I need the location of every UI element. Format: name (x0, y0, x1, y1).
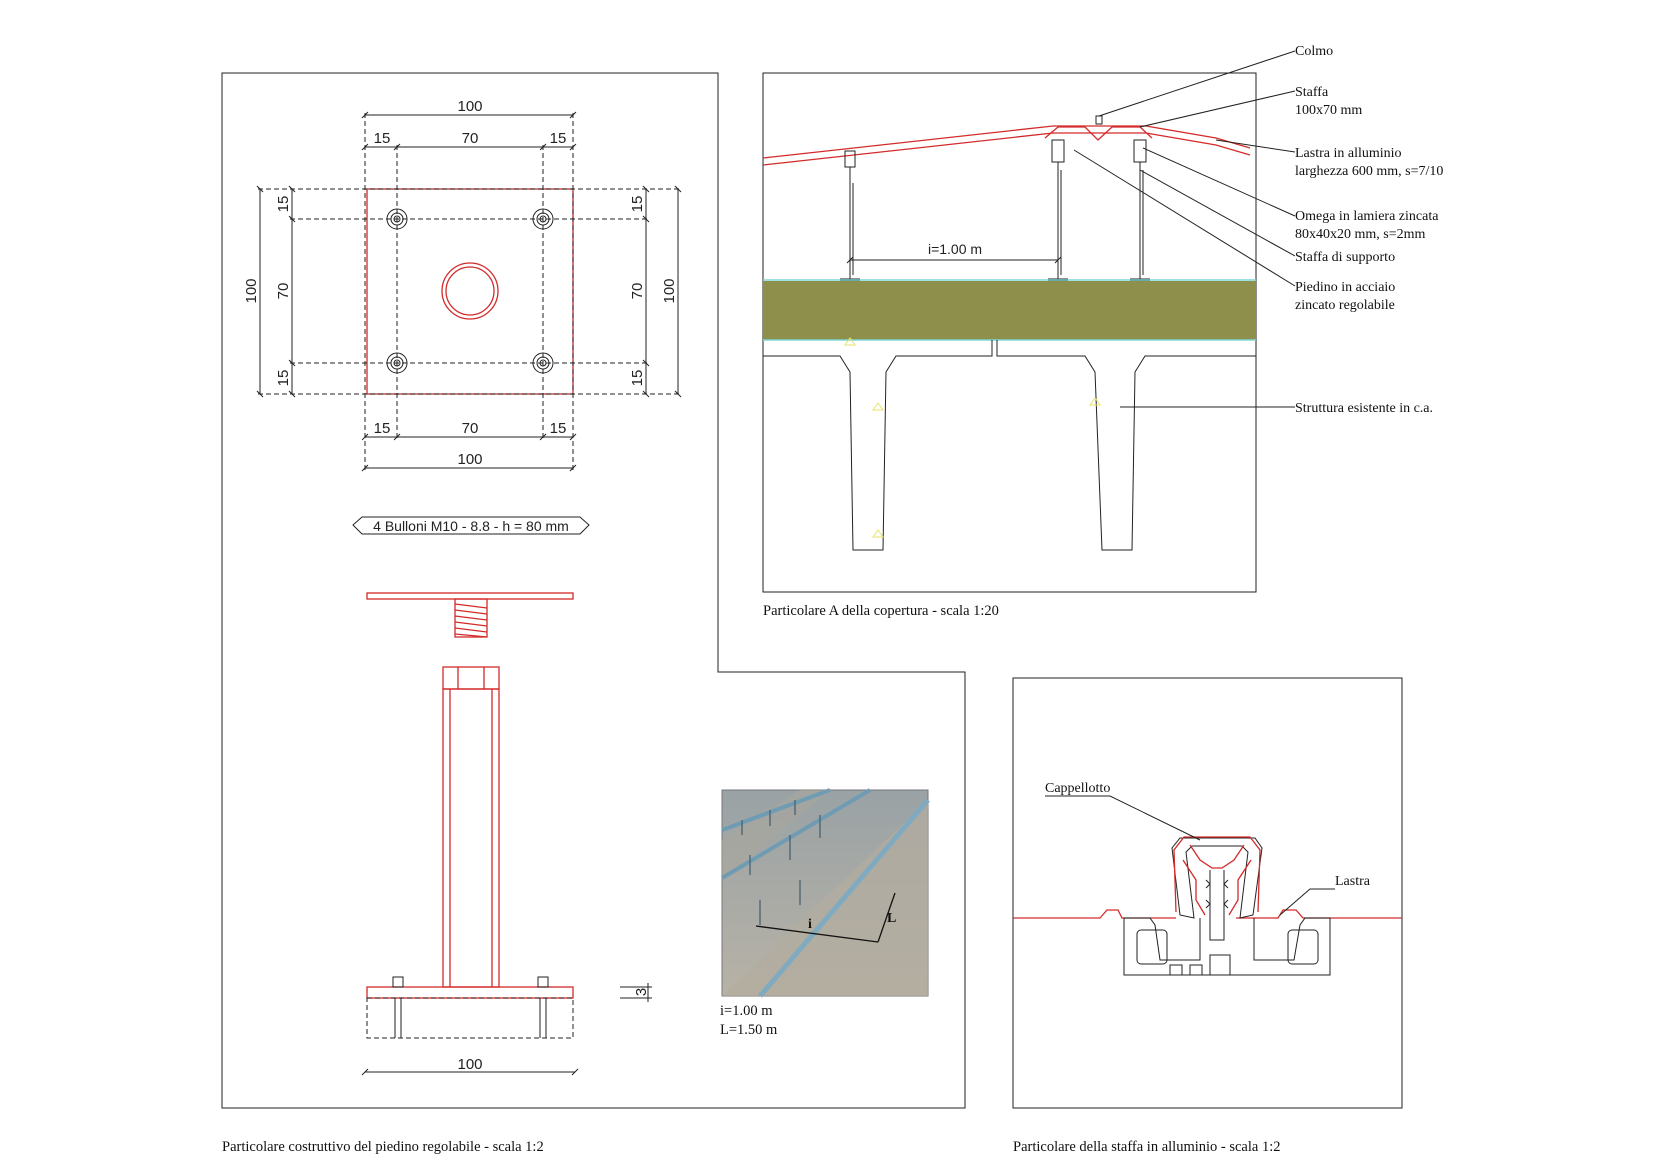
foot-caption: Particolare costruttivo del piedino rego… (222, 1139, 544, 1155)
top-plate (366, 592, 574, 600)
photo-mark-i: i (808, 917, 812, 932)
dim-bottom-total: 100 (457, 451, 482, 468)
dim-left-bottom: 15 (275, 370, 292, 387)
callout-staffa-2: 100x70 mm (1295, 103, 1362, 118)
dim-left-mid: 70 (275, 283, 292, 300)
photo-rail-2 (720, 788, 872, 880)
ridge-cap (1095, 115, 1103, 125)
adjustable-foot-elevation: 3 100 (361, 592, 652, 1076)
bolt-top-left (386, 208, 408, 230)
insulation-layer (763, 281, 1256, 340)
callout-piedino-1: Piedino in acciaio (1295, 280, 1395, 295)
base-plate-plan: 100 15 70 15 15 70 15 100 100 15 70 15 1… (243, 98, 682, 535)
dim-top-mid: 70 (462, 130, 479, 147)
dim-bottom-left: 15 (374, 420, 391, 437)
concrete-beams (763, 340, 1256, 551)
callout-staffa-1: Staffa (1295, 85, 1329, 100)
roof-sheet-lower (762, 132, 1251, 166)
photo-rail-1 (721, 788, 831, 832)
tube (442, 688, 500, 988)
section-a-caption: Particolare A della copertura - scala 1:… (763, 603, 999, 619)
dim-right-top: 15 (629, 196, 646, 213)
dim-top-left: 15 (374, 130, 391, 147)
callout-lastra-2: larghezza 600 mm, s=7/10 (1295, 164, 1443, 179)
bolts-label-tag (352, 516, 590, 535)
bolts-label: 4 Bulloni M10 - 8.8 - h = 80 mm (373, 518, 569, 534)
aluminium-base (1123, 917, 1331, 976)
center-stem (1209, 870, 1225, 941)
base-slot-right (1287, 929, 1319, 965)
dim-left-total: 100 (243, 278, 260, 303)
photo-mark-L: L (887, 911, 896, 926)
base-slot-left (1136, 929, 1168, 965)
roof-sheet-upper (762, 125, 1251, 159)
foot-3 (1130, 139, 1150, 282)
photo-rail-3 (758, 798, 930, 998)
dim-base-width: 100 (457, 1056, 482, 1073)
center-tube-outer (441, 262, 499, 320)
foot-2 (1048, 139, 1068, 282)
section-a-leaders (1073, 50, 1296, 408)
foot-1 (840, 150, 860, 282)
threaded-rod (454, 598, 488, 638)
bolt-top-right (532, 208, 554, 230)
dim-left-top: 15 (275, 196, 292, 213)
bracket-leaders (1045, 795, 1335, 916)
cap-profile (1171, 837, 1263, 919)
dim-right-bottom: 15 (629, 370, 646, 387)
callout-colmo: Colmo (1295, 44, 1333, 59)
thread-lines (454, 603, 488, 638)
callout-lastra-1: Lastra in alluminio (1295, 146, 1402, 161)
center-tube-inner (445, 266, 495, 316)
dim-right-mid: 70 (629, 283, 646, 300)
section-spacing-label: i=1.00 m (928, 241, 982, 257)
photo-L-arrow (877, 892, 896, 943)
bracket-drawing (1013, 836, 1402, 976)
site-photo: i L (720, 788, 930, 998)
dim-right-total: 100 (661, 278, 678, 303)
photo-line-i: i=1.00 m (720, 1003, 773, 1019)
label-lastra: Lastra (1335, 874, 1371, 889)
photo-line-L: L=1.50 m (720, 1022, 778, 1038)
bolt-bottom-right (532, 352, 554, 374)
hex-nut (442, 666, 500, 690)
photo-i-arrow (755, 925, 879, 943)
bracket-detail-frame (1012, 677, 1403, 1109)
dim-thickness: 3 (633, 988, 650, 996)
dim-top-right: 15 (550, 130, 567, 147)
dim-top-total: 100 (457, 98, 482, 115)
bolt-bottom-left (386, 352, 408, 374)
callout-omega-2: 80x40x20 mm, s=2mm (1295, 227, 1426, 242)
left-panel-frame (221, 72, 966, 1109)
base-plate (366, 986, 574, 999)
callout-staffa-supporto: Staffa di supporto (1295, 250, 1395, 265)
sheet-line (1013, 909, 1402, 919)
callout-omega-1: Omega in lamiera zincata (1295, 209, 1439, 224)
section-a-drawing: i=1.00 m (762, 115, 1256, 551)
callout-struttura: Struttura esistente in c.a. (1295, 401, 1433, 416)
dim-bottom-right: 15 (550, 420, 567, 437)
label-cappellotto: Cappellotto (1045, 781, 1110, 796)
dim-bottom-mid: 70 (462, 420, 479, 437)
bracket-caption: Particolare della staffa in alluminio - … (1013, 1139, 1281, 1155)
callout-piedino-2: zincato regolabile (1295, 298, 1395, 313)
